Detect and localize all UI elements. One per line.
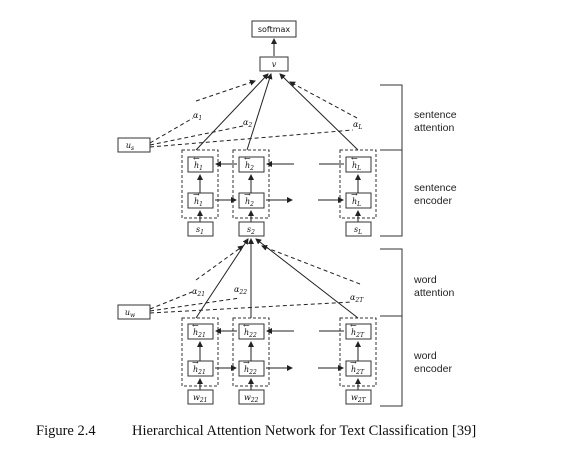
word-attention-label-1: word	[413, 274, 437, 286]
word-input-w22: w22	[238, 389, 265, 405]
word-forward-h2T: h2T →	[345, 358, 372, 377]
word-context-vector: uw	[117, 304, 151, 320]
sentence-encoder-label-1: sentence	[414, 182, 457, 194]
svg-text:←: ←	[351, 154, 358, 163]
svg-text:h1: h1	[194, 161, 203, 172]
svg-text:softmax: softmax	[258, 25, 291, 34]
svg-text:←: ←	[350, 321, 357, 330]
svg-text:hL: hL	[352, 161, 361, 172]
svg-text:→: →	[243, 358, 250, 367]
word-backward-h22: h22 ←	[238, 321, 265, 340]
sentence-input-s2: s2	[238, 221, 265, 237]
sentence-forward-h2: h2 →	[238, 190, 265, 209]
sentence-encoder-label-2: encoder	[414, 195, 452, 207]
figure-caption-text: Hierarchical Attention Network for Text …	[132, 423, 477, 439]
word-backward-h21: h21 ←	[187, 321, 214, 340]
svg-text:h22: h22	[244, 328, 257, 339]
svg-text:→: →	[244, 190, 251, 199]
svg-text:h2: h2	[245, 197, 254, 208]
sentence-backward-hL: hL ←	[345, 154, 372, 173]
svg-text:h2T: h2T	[351, 365, 365, 376]
svg-text:uw: uw	[125, 308, 136, 319]
word-input-w21: w21	[187, 389, 214, 405]
sentence-context-vector: us	[117, 137, 151, 153]
svg-text:h21: h21	[193, 365, 206, 376]
word-encoder-recurrence-arrows	[197, 328, 361, 390]
svg-text:w22: w22	[244, 393, 259, 404]
alpha-2-label: α2	[243, 118, 252, 129]
svg-text:us: us	[126, 141, 134, 152]
svg-text:hL: hL	[352, 197, 361, 208]
svg-text:h2T: h2T	[351, 328, 365, 339]
alpha-22-label: α22	[234, 285, 247, 296]
svg-text:←: ←	[193, 154, 200, 163]
word-attention-dashed-lines	[149, 245, 361, 314]
sentence-forward-h1: h1 →	[187, 190, 214, 209]
svg-text:←: ←	[243, 321, 250, 330]
sentence-forward-hL: hL →	[345, 190, 372, 209]
side-brackets	[380, 84, 403, 407]
v-box: v	[259, 56, 289, 72]
svg-text:v: v	[272, 60, 277, 69]
svg-text:w21: w21	[193, 393, 208, 404]
sentence-input-s1: s1	[187, 221, 214, 237]
alpha-L-label: αL	[353, 120, 362, 131]
sentence-attention-dashed-lines	[149, 79, 358, 148]
figure-caption: Figure 2.4 Hierarchical Attention Network…	[36, 423, 476, 440]
svg-text:s2: s2	[247, 225, 255, 236]
svg-text:h22: h22	[244, 365, 257, 376]
figure-number: Figure 2.4	[36, 423, 96, 439]
svg-text:sL: sL	[354, 225, 362, 236]
alpha-2T-label: α2T	[350, 293, 364, 304]
word-encoder-label-1: word	[413, 350, 437, 362]
svg-text:w2T: w2T	[351, 393, 367, 404]
svg-text:→: →	[193, 190, 200, 199]
svg-text:s1: s1	[196, 225, 204, 236]
svg-text:h21: h21	[193, 328, 206, 339]
svg-text:←: ←	[244, 154, 251, 163]
softmax-box: softmax	[251, 20, 297, 38]
svg-text:→: →	[350, 358, 357, 367]
word-attention-label-2: attention	[414, 287, 454, 299]
alpha-1-label: α1	[193, 111, 202, 122]
svg-text:h1: h1	[194, 197, 203, 208]
sentence-encoder-recurrence-arrows	[197, 161, 361, 222]
word-encoder-label-2: encoder	[414, 363, 452, 375]
word-to-s2-arrows	[195, 238, 359, 319]
sentence-backward-h2: h2 ←	[238, 154, 265, 173]
word-backward-h2T: h2T ←	[345, 321, 372, 340]
svg-text:→: →	[192, 358, 199, 367]
svg-text:h2: h2	[245, 161, 254, 172]
sentence-attention-label-2: attention	[414, 122, 454, 134]
svg-text:←: ←	[192, 321, 199, 330]
sentence-input-sL: sL	[345, 221, 372, 237]
word-input-w2T: w2T	[345, 389, 372, 405]
sentence-backward-h1: h1 ←	[187, 154, 214, 173]
alpha-21-label: α21	[192, 287, 205, 298]
svg-text:→: →	[351, 190, 358, 199]
sentence-attention-label-1: sentence	[414, 109, 457, 121]
sentence-to-v-arrows	[195, 73, 359, 151]
